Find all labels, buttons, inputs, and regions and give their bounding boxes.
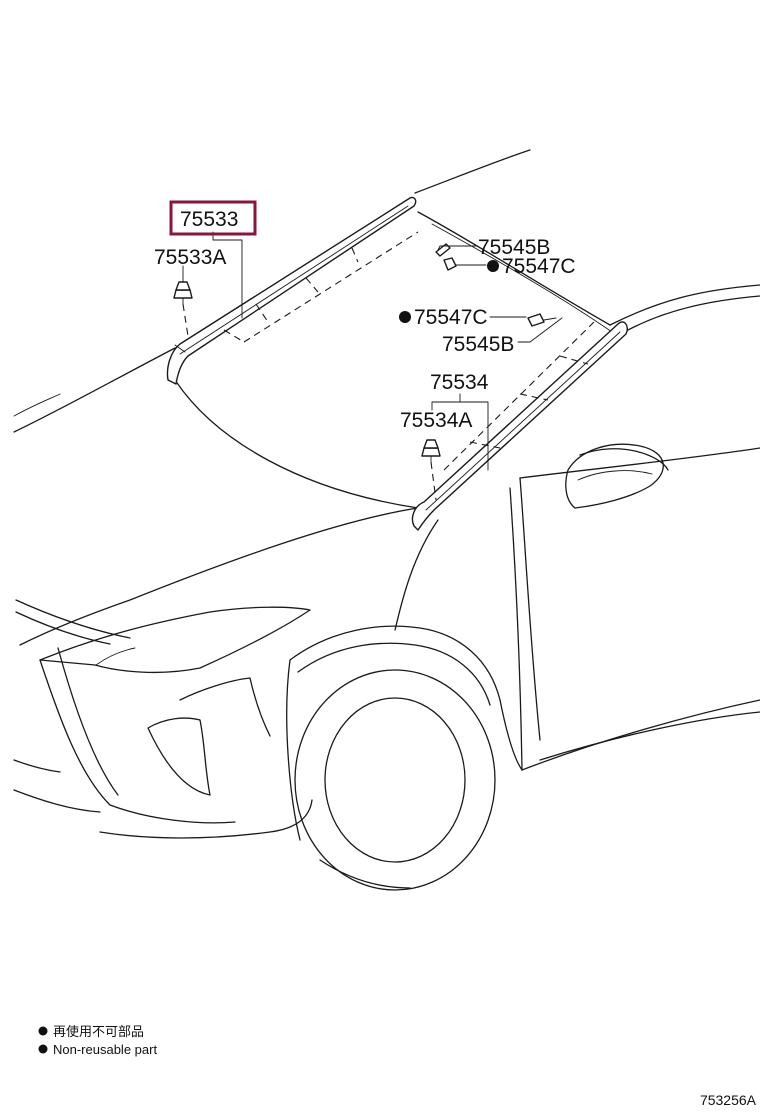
retainer-upper [435, 243, 457, 271]
vehicle-outline [13, 149, 760, 891]
legend-text-en: Non-reusable part [53, 1042, 157, 1057]
highlight-box [169, 200, 257, 236]
non-reusable-dot-upper [487, 260, 499, 272]
retainer-lower [527, 313, 557, 327]
label-75547C-lower: 75547C [414, 306, 488, 329]
label-75533A: 75533A [154, 246, 226, 269]
label-75534: 75534 [430, 371, 489, 394]
figure-code: 753256A [700, 1092, 757, 1108]
label-75545B-lower: 75545B [442, 333, 514, 356]
legend-dot-en [38, 1044, 48, 1054]
label-75533: 75533 [180, 208, 238, 231]
legend-text-jp: 再使用不可部品 [53, 1024, 144, 1039]
windshield-moulding-right [411, 321, 628, 531]
legend: 再使用不可部品 Non-reusable part [38, 1024, 157, 1057]
label-75547C-upper: 75547C [502, 255, 576, 278]
legend-dot-jp [38, 1026, 48, 1036]
clip-75534A [421, 439, 441, 463]
label-75534A: 75534A [400, 409, 472, 432]
non-reusable-dot-lower [399, 311, 411, 323]
label-75545B-upper: 75545B [478, 236, 550, 259]
part-labels: 75533 75533A 75545B 75547C 75547C 75545B… [154, 200, 576, 432]
windshield-moulding-left [166, 196, 419, 385]
clip-75533A [173, 281, 193, 305]
leader-lines [182, 231, 563, 501]
